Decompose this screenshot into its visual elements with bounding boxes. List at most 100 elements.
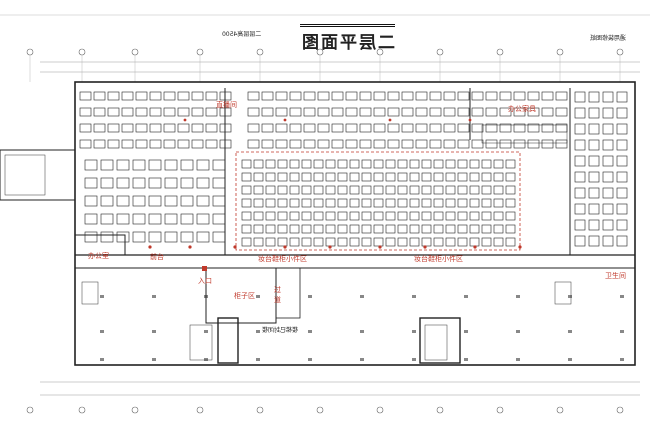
- axis-bubble: [436, 48, 444, 56]
- display-set: [373, 185, 384, 195]
- sofa-set: [196, 159, 210, 171]
- desk-block: [289, 139, 302, 149]
- desk-block: [303, 91, 316, 101]
- dimension-lines: [0, 14, 650, 396]
- column: [412, 358, 416, 361]
- label-office-furniture: 办公家具: [508, 105, 536, 113]
- furniture-set: [602, 187, 614, 199]
- display-set: [289, 185, 300, 195]
- display-set: [349, 224, 360, 234]
- label-entrance: 入口: [198, 277, 212, 285]
- furniture-set: [574, 155, 586, 167]
- column: [516, 330, 520, 333]
- display-set: [337, 198, 348, 208]
- red-marker: [283, 118, 287, 122]
- display-set: [313, 224, 324, 234]
- display-set: [457, 237, 468, 247]
- display-set: [325, 185, 336, 195]
- column: [568, 295, 572, 298]
- display-set: [397, 237, 408, 247]
- desk-block: [93, 139, 106, 149]
- display-set: [397, 159, 408, 169]
- red-marker: [188, 245, 192, 249]
- sofa-set: [100, 195, 114, 207]
- display-set: [493, 224, 504, 234]
- furniture-set: [574, 235, 586, 247]
- desk-block: [247, 139, 260, 149]
- label-live-room: 直播间: [216, 101, 237, 109]
- desk-block: [513, 107, 526, 117]
- desk-block: [149, 139, 162, 149]
- furniture-set: [588, 107, 600, 119]
- display-set: [433, 185, 444, 195]
- desk-block: [135, 107, 148, 117]
- desk-block: [303, 139, 316, 149]
- axis-bubble: [316, 406, 324, 414]
- red-marker: [283, 245, 287, 249]
- desk-block: [359, 123, 372, 133]
- sofa-set: [196, 177, 210, 189]
- sofa-set: [84, 177, 98, 189]
- display-set: [493, 198, 504, 208]
- furniture-set: [574, 187, 586, 199]
- desk-block: [317, 139, 330, 149]
- label-reception: 前台: [150, 253, 164, 261]
- sofa-set: [212, 195, 226, 207]
- display-set: [397, 211, 408, 221]
- desk-block: [401, 139, 414, 149]
- display-set: [457, 211, 468, 221]
- display-set: [265, 185, 276, 195]
- desk-block: [289, 91, 302, 101]
- furniture-set: [602, 171, 614, 183]
- display-set: [373, 237, 384, 247]
- display-set: [253, 198, 264, 208]
- desk-block: [121, 139, 134, 149]
- display-set: [361, 185, 372, 195]
- display-set: [421, 198, 432, 208]
- furniture-set: [602, 219, 614, 231]
- display-set: [457, 172, 468, 182]
- label-restroom: 卫生间: [605, 272, 626, 280]
- furniture-set: [602, 107, 614, 119]
- display-set: [277, 185, 288, 195]
- furniture-set: [588, 171, 600, 183]
- display-set: [301, 172, 312, 182]
- display-set: [397, 172, 408, 182]
- display-set: [349, 185, 360, 195]
- desk-block: [345, 91, 358, 101]
- label-dresser-zone-1: 妆台鞋柜小件区: [258, 255, 307, 263]
- display-set: [385, 159, 396, 169]
- desk-block: [401, 107, 414, 117]
- desk-block: [177, 123, 190, 133]
- column: [620, 330, 624, 333]
- display-zone-boundary: [235, 151, 521, 251]
- desk-block: [373, 139, 386, 149]
- display-set: [337, 237, 348, 247]
- display-set: [481, 211, 492, 221]
- desk-block: [527, 139, 540, 149]
- sofa-set: [100, 177, 114, 189]
- desk-block: [247, 91, 260, 101]
- desk-block: [555, 123, 568, 133]
- display-set: [421, 237, 432, 247]
- display-set: [457, 185, 468, 195]
- display-set: [505, 159, 516, 169]
- sofa-set: [84, 195, 98, 207]
- column: [100, 330, 104, 333]
- red-marker: [473, 245, 477, 249]
- display-set: [301, 237, 312, 247]
- red-marker: [468, 118, 472, 122]
- desk-block: [443, 91, 456, 101]
- axis-bubble: [196, 48, 204, 56]
- sofa-set: [164, 177, 178, 189]
- display-set: [445, 159, 456, 169]
- axis-bubble: [26, 406, 34, 414]
- sofa-set: [196, 195, 210, 207]
- sofa-set: [212, 177, 226, 189]
- desk-block: [163, 91, 176, 101]
- stairs: [4, 124, 572, 361]
- display-set: [505, 237, 516, 247]
- sofa-set: [180, 213, 194, 225]
- sofa-set: [180, 195, 194, 207]
- entrance-marker: [202, 266, 207, 271]
